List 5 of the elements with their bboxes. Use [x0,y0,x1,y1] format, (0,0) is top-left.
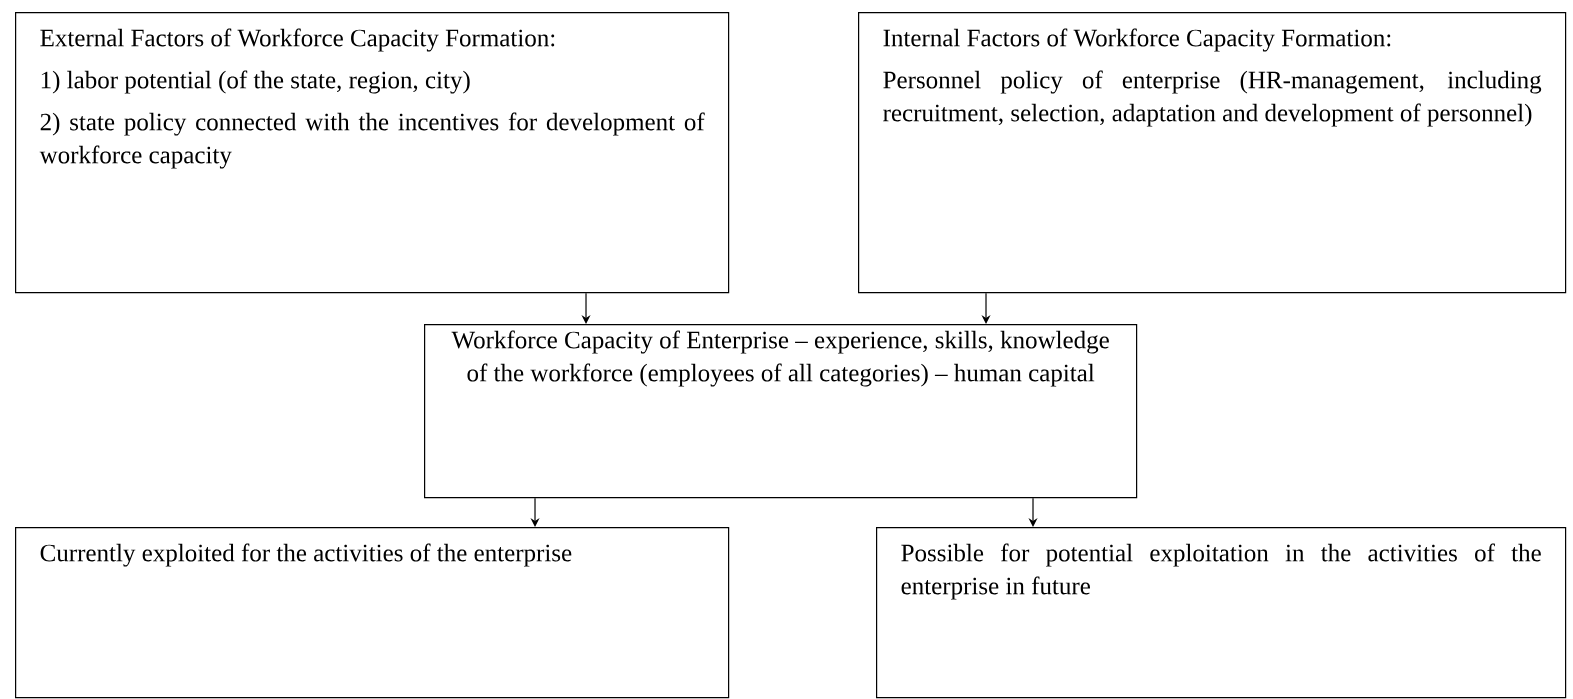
text-box: Workforce Capacity of Enterprise – experience, skills, knowledge of the workforce (employees of all categories) – human capital [424,324,1138,499]
text-box: External Factors of Workforce Capacity Formation: 1) labor potential (of the state, region, city) 2) state policy connected with the incentives for development of workforce capacity [15,12,730,294]
text-box: Currently exploited for the activities of the enterprise [15,527,730,699]
text-box: Possible for potential exploitation in the activities of the enterprise in future [876,527,1567,699]
text-box: Internal Factors of Workforce Capacity Formation: Personnel policy of enterprise (HR-management, including recruitment, selection, adaptation and development of personnel) [858,12,1567,294]
